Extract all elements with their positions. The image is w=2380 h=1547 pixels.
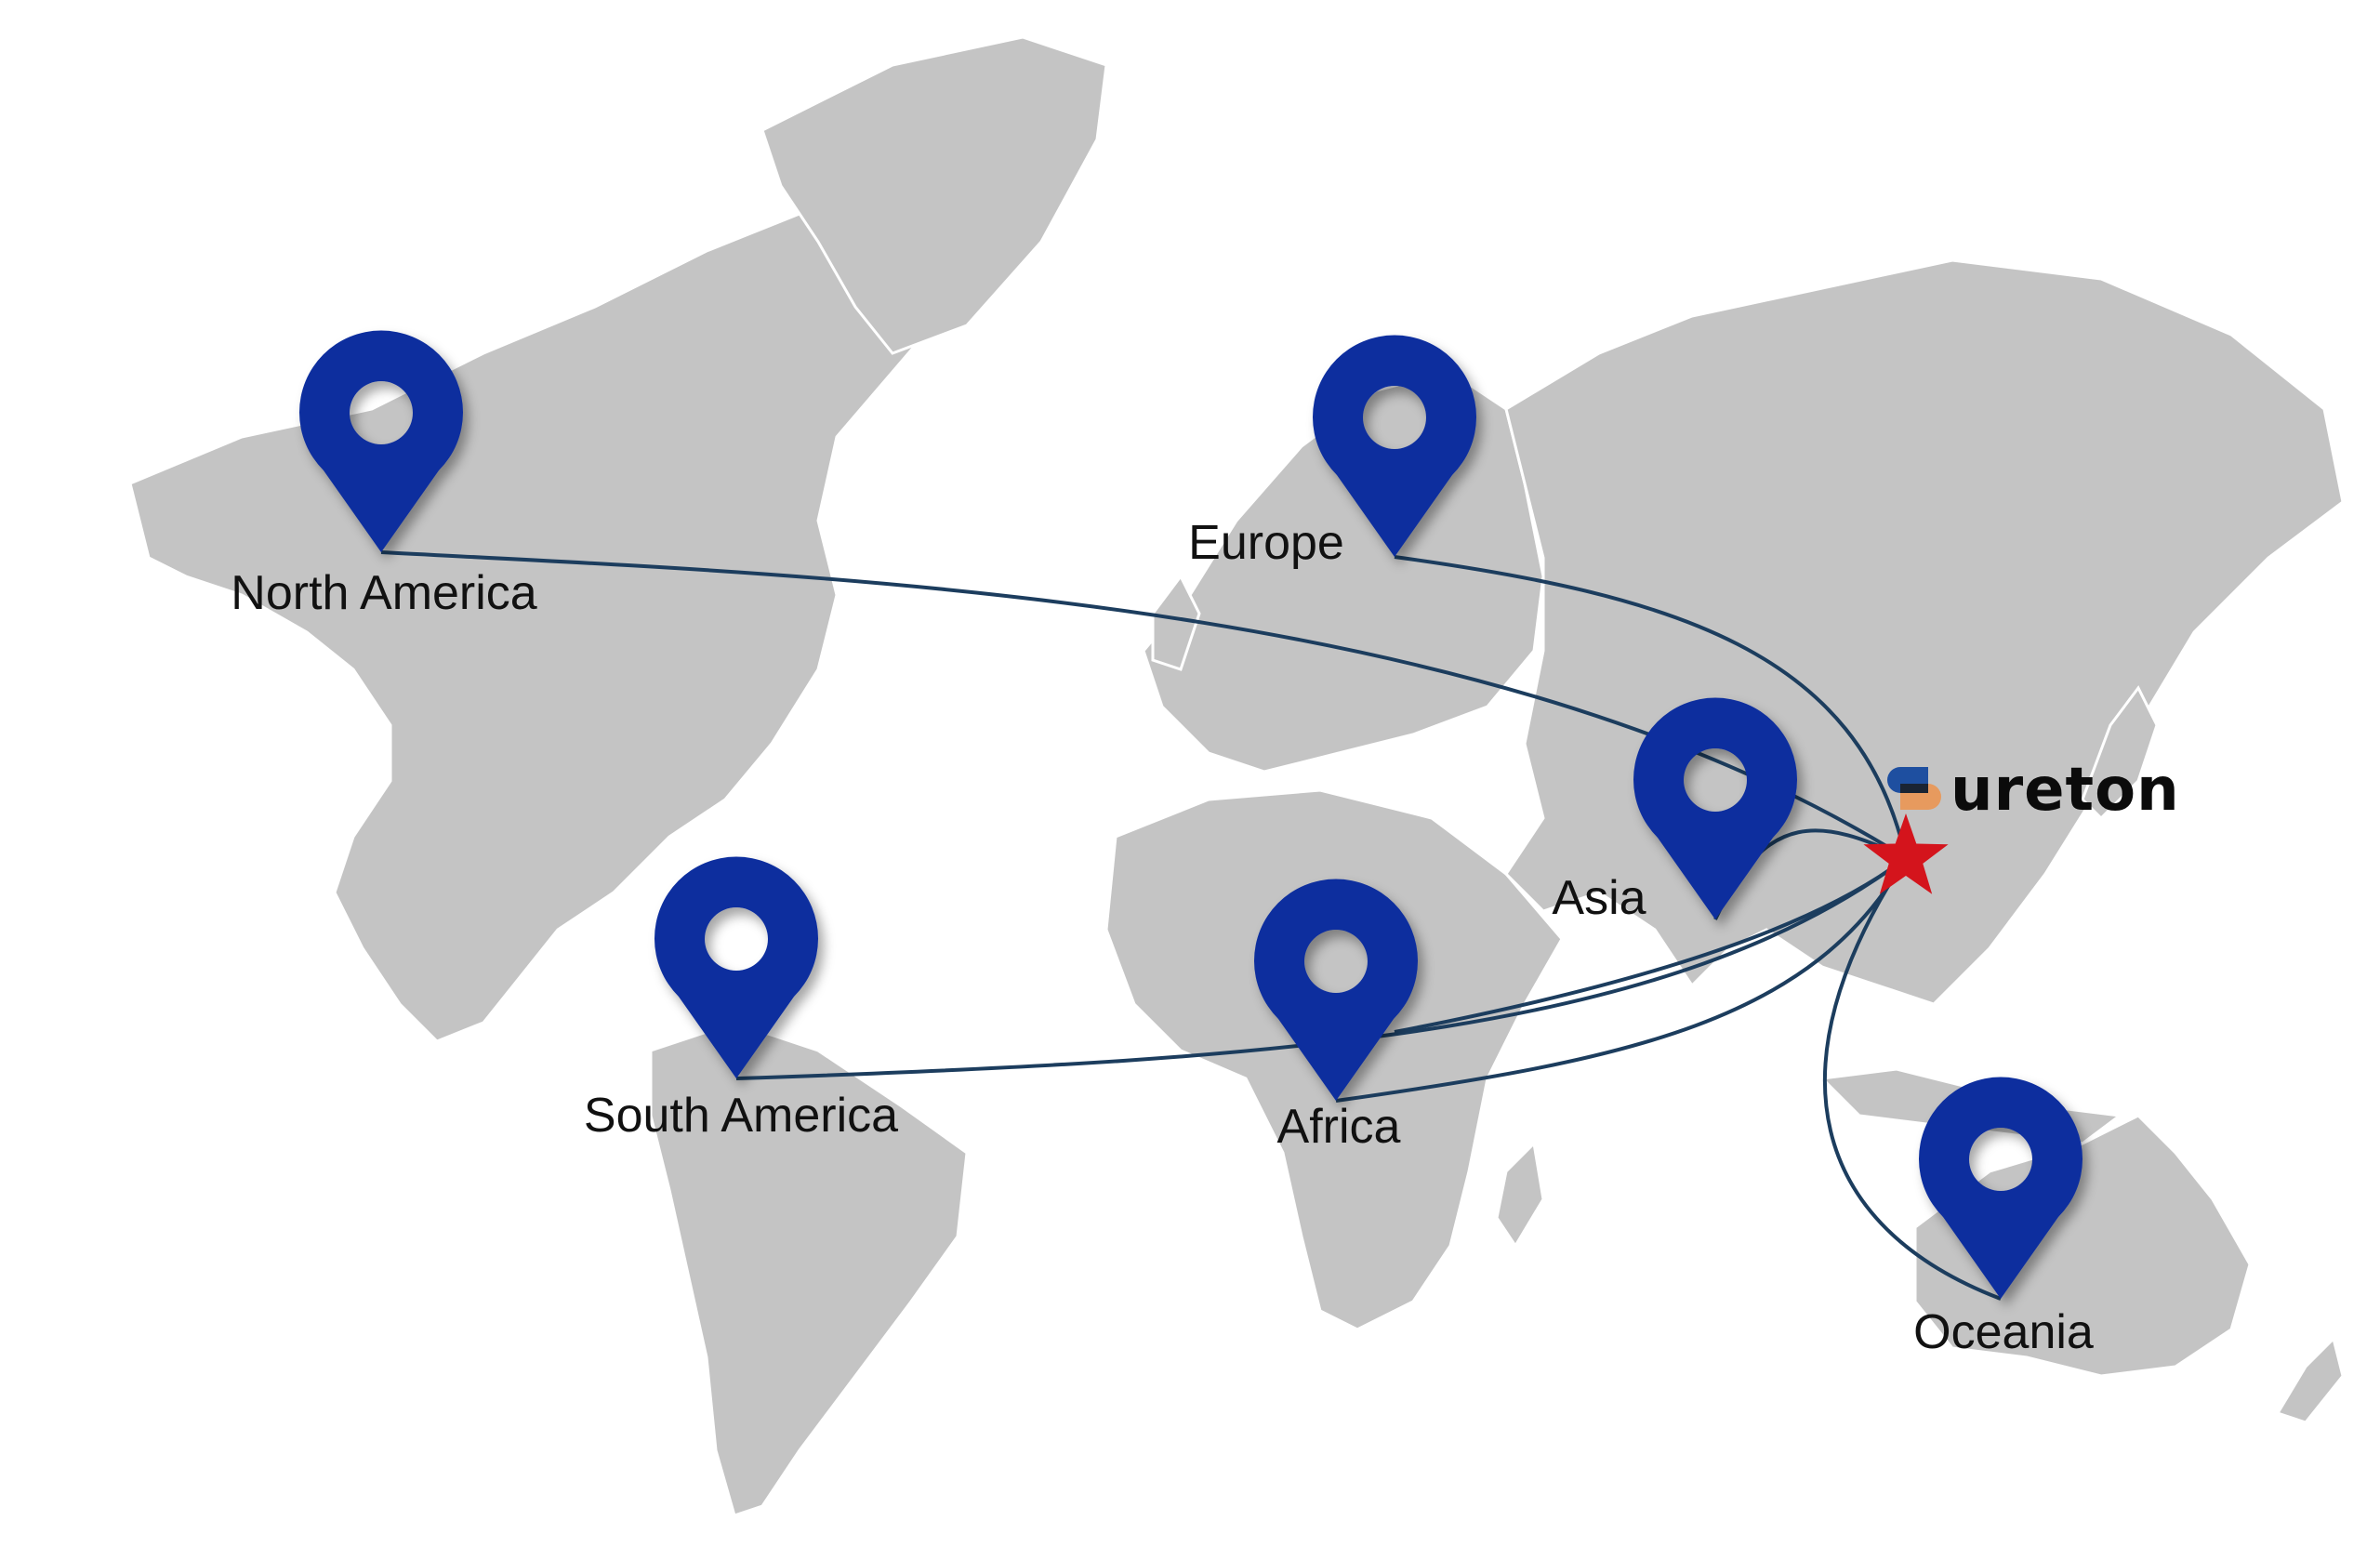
landmass-south-america <box>649 1021 969 1517</box>
landmass-madagascar <box>1495 1140 1545 1249</box>
route-europe <box>1394 555 1908 859</box>
landmass-uk <box>1151 574 1201 671</box>
logo-text: ureton <box>1950 756 2180 825</box>
region-label-north-america: North America <box>231 566 537 620</box>
route-africa-2 <box>1394 856 1908 1034</box>
map-pin-icon[interactable] <box>654 856 818 1078</box>
map-pin-icon[interactable] <box>1254 879 1418 1101</box>
landmass-north-america <box>128 212 950 1043</box>
logo-mark-icon <box>1887 767 1941 813</box>
landmass-new-zealand <box>2275 1336 2345 1424</box>
route-oceania <box>1822 856 2002 1301</box>
pins <box>299 330 2082 1299</box>
region-label-south-america: South America <box>583 1089 899 1143</box>
landmass-japan <box>2081 685 2159 821</box>
map-pin-icon[interactable] <box>1313 335 1476 557</box>
sureton-logo: ureton <box>1887 760 2180 820</box>
route-south-america <box>735 856 1908 1080</box>
route-north-america <box>380 550 1908 860</box>
map-pin-icon[interactable] <box>1633 697 1797 919</box>
route-africa <box>1335 857 1908 1103</box>
map-pin-icon[interactable] <box>299 330 463 552</box>
region-label-oceania: Oceania <box>1913 1305 2094 1359</box>
landmass-australia <box>1913 1114 2252 1378</box>
map-pin-icon[interactable] <box>1919 1077 2082 1299</box>
region-label-europe: Europe <box>1188 516 1344 570</box>
star-icon <box>1863 813 1949 894</box>
region-label-africa: Africa <box>1276 1100 1401 1154</box>
region-label-asia: Asia <box>1552 871 1646 925</box>
landmass-greenland <box>760 35 1108 355</box>
